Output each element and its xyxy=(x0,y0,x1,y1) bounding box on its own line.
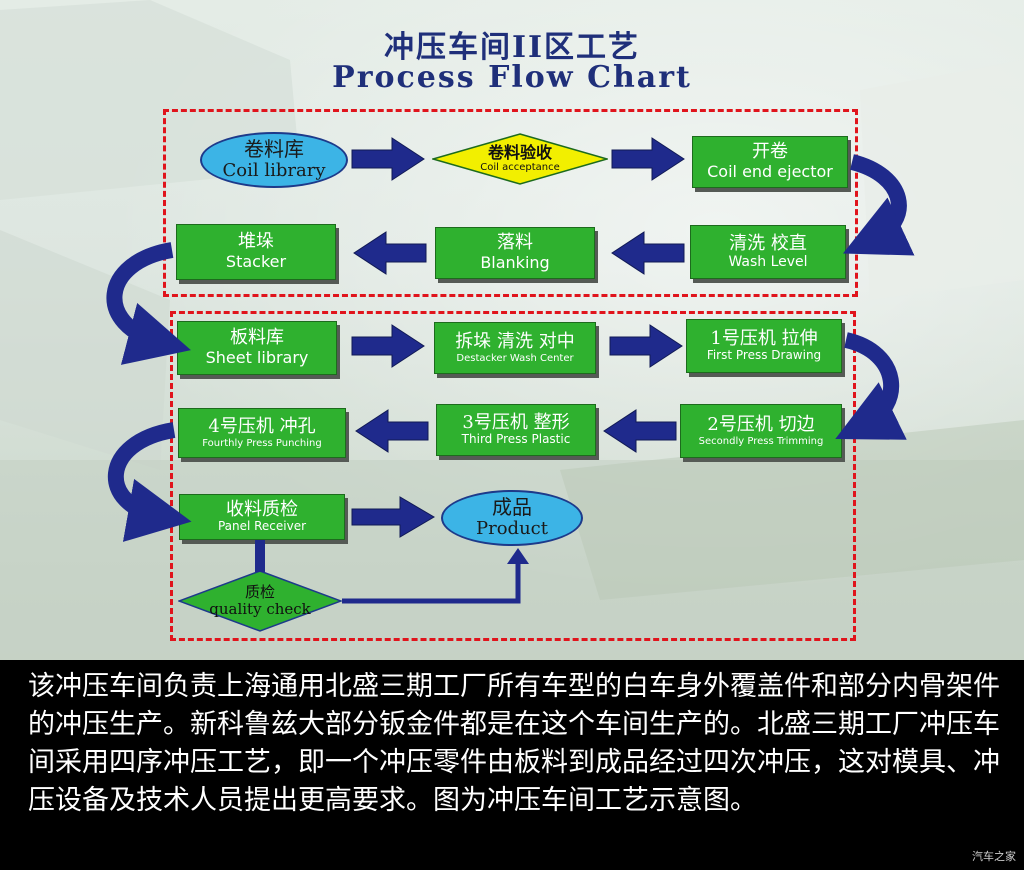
arrow-second-to-third-press xyxy=(603,409,677,453)
panel-receiver-node: 收料质检 Panel Receiver xyxy=(179,494,345,540)
curve-fourth-to-receiver xyxy=(107,422,192,542)
sheet-library-node: 板料库 Sheet library xyxy=(177,321,337,375)
quality-check-label: 质检 quality check xyxy=(178,570,342,632)
coil-library-en: Coil library xyxy=(222,160,326,182)
stacker-node: 堆垛 Stacker xyxy=(176,224,336,280)
quality-check-en: quality check xyxy=(209,600,311,618)
coil-end-ejector-node: 开卷 Coil end ejector xyxy=(692,136,848,188)
press-line-region xyxy=(170,311,856,641)
first-press-en: First Press Drawing xyxy=(706,348,822,363)
arrow-third-to-fourth-press xyxy=(355,409,429,453)
second-press-en: Secondly Press Trimming xyxy=(698,435,824,447)
sheet-library-cn: 板料库 xyxy=(230,327,284,349)
coil-acceptance-en: Coil acceptance xyxy=(480,162,560,174)
quality-check-cn: 质检 xyxy=(244,582,275,601)
wash-level-cn: 清洗 校直 xyxy=(729,232,807,254)
fourth-press-cn: 4号压机 冲孔 xyxy=(208,415,316,437)
caption-bar: 该冲压车间负责上海通用北盛三期工厂所有车型的白车身外覆盖件和部分内骨架件的冲压生… xyxy=(0,660,1024,870)
arrow-blanking-to-stacker xyxy=(353,231,427,275)
curve-ejector-to-wash xyxy=(842,154,915,256)
arrow-wash-to-blanking xyxy=(611,231,685,275)
stacker-en: Stacker xyxy=(225,252,287,272)
wash-level-en: Wash Level xyxy=(728,254,808,271)
process-flow-poster: 冲压车间II区工艺 Process Flow Chart 卷料库 Coil li… xyxy=(0,0,1024,660)
arrow-receiver-to-product xyxy=(351,496,435,538)
fourth-press-node: 4号压机 冲孔 Fourthly Press Punching xyxy=(178,408,346,458)
panel-receiver-en: Panel Receiver xyxy=(217,519,307,534)
third-press-node: 3号压机 整形 Third Press Plastic xyxy=(436,404,596,456)
third-press-en: Third Press Plastic xyxy=(461,432,571,447)
arrowhead-to-product xyxy=(507,548,529,564)
caption-text: 该冲压车间负责上海通用北盛三期工厂所有车型的白车身外覆盖件和部分内骨架件的冲压生… xyxy=(28,671,1000,816)
panel-receiver-cn: 收料质检 xyxy=(226,498,298,520)
quality-check-diamond xyxy=(178,570,342,632)
connector-receiver-to-check xyxy=(255,540,265,572)
watermark-text: 汽车之家 xyxy=(972,850,1016,863)
wash-level-node: 清洗 校直 Wash Level xyxy=(690,225,846,279)
arrow-destacker-to-first-press xyxy=(609,324,683,368)
stacker-cn: 堆垛 xyxy=(238,231,274,253)
sheet-library-en: Sheet library xyxy=(205,348,309,368)
coil-library-node: 卷料库 Coil library xyxy=(200,132,348,188)
product-node: 成品 Product xyxy=(441,490,583,546)
blanking-node: 落料 Blanking xyxy=(435,227,595,279)
product-en: Product xyxy=(476,518,548,540)
arrow-sheet-to-destacker xyxy=(351,324,425,368)
fourth-press-en: Fourthly Press Punching xyxy=(202,437,322,449)
coil-acceptance-diamond xyxy=(432,133,608,185)
curve-stacker-to-sheet xyxy=(106,242,191,365)
second-press-node: 2号压机 切边 Secondly Press Trimming xyxy=(680,404,842,458)
coil-library-cn: 卷料库 xyxy=(244,137,304,162)
coil-end-ejector-cn: 开卷 xyxy=(752,141,788,163)
first-press-node: 1号压机 拉伸 First Press Drawing xyxy=(686,319,842,373)
arrow-acceptance-to-ejector xyxy=(611,137,685,181)
first-press-cn: 1号压机 拉伸 xyxy=(710,327,818,349)
connector-check-to-product xyxy=(342,560,521,604)
coil-acceptance-cn: 卷料验收 xyxy=(487,143,552,163)
curve-first-to-second-press xyxy=(835,332,907,440)
arrow-coil-to-acceptance xyxy=(351,137,425,181)
blanking-cn: 落料 xyxy=(497,232,533,254)
destacker-en: Destacker Wash Center xyxy=(456,352,574,364)
second-press-cn: 2号压机 切边 xyxy=(707,413,815,435)
third-press-cn: 3号压机 整形 xyxy=(462,411,570,433)
chart-title-english: Process Flow Chart xyxy=(332,60,692,95)
destacker-cn: 拆垛 清洗 对中 xyxy=(455,330,575,352)
flow-arrows xyxy=(106,137,915,604)
product-cn: 成品 xyxy=(492,495,532,520)
chart-title-chinese: 冲压车间II区工艺 xyxy=(383,30,641,65)
blanking-en: Blanking xyxy=(480,253,550,273)
coil-end-ejector-en: Coil end ejector xyxy=(707,162,833,182)
coil-acceptance-label: 卷料验收 Coil acceptance xyxy=(432,133,608,185)
destacker-node: 拆垛 清洗 对中 Destacker Wash Center xyxy=(434,322,596,374)
